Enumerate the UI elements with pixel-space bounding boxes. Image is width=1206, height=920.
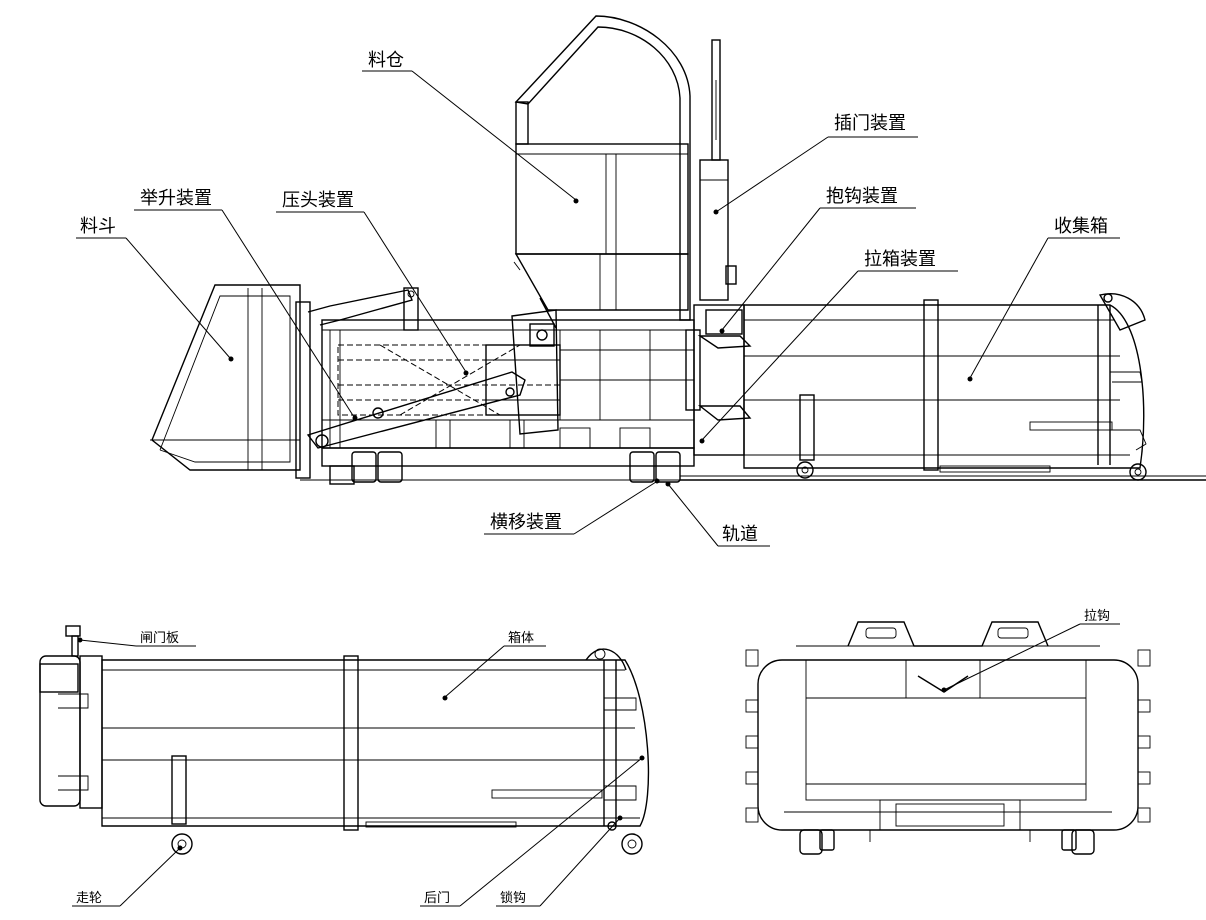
compactor-head-part (337, 309, 561, 435)
label-gate-insert: 插门装置 (834, 113, 906, 134)
assembly-elevation-view: 料仓 插门装置 举升装置 压头装置 抱钩装置 料斗 (76, 15, 1206, 547)
label-rail: 轨道 (722, 524, 758, 545)
assembly-labels: 料仓 插门装置 举升装置 压头装置 抱钩装置 料斗 (76, 50, 1120, 547)
label-box-body: 箱体 (508, 630, 534, 646)
label-box-pull: 拉箱装置 (864, 249, 936, 270)
compactor-frame-part (300, 319, 695, 485)
label-silo: 料仓 (368, 50, 404, 71)
label-pull-hook: 拉钩 (1084, 609, 1110, 624)
label-collection-box: 收集箱 (1054, 216, 1108, 237)
label-gate-plate: 闸门板 (140, 631, 179, 646)
lifting-device-part (306, 287, 526, 449)
label-hopper: 料斗 (80, 216, 116, 237)
hopper-part (150, 284, 311, 479)
label-compactor-head: 压头装置 (282, 190, 354, 211)
label-lock-hook: 锁钩 (500, 890, 526, 906)
box-pull-device-part (685, 304, 752, 456)
collection-box-part (743, 293, 1147, 473)
label-hug-hook: 抱钩装置 (826, 186, 898, 207)
box-side-view: 闸门板 箱体 走轮 后门 锁钩 (39, 625, 650, 907)
wheels-top-view (351, 451, 1147, 483)
silo-part (513, 15, 691, 329)
label-traverse: 横移装置 (490, 512, 562, 533)
gate-insert-device-part (699, 39, 737, 301)
label-lifting: 举升装置 (140, 188, 212, 209)
label-wheel: 走轮 (76, 891, 102, 906)
label-rear-door: 后门 (424, 891, 450, 906)
box-end-view: 拉钩 (745, 609, 1151, 855)
